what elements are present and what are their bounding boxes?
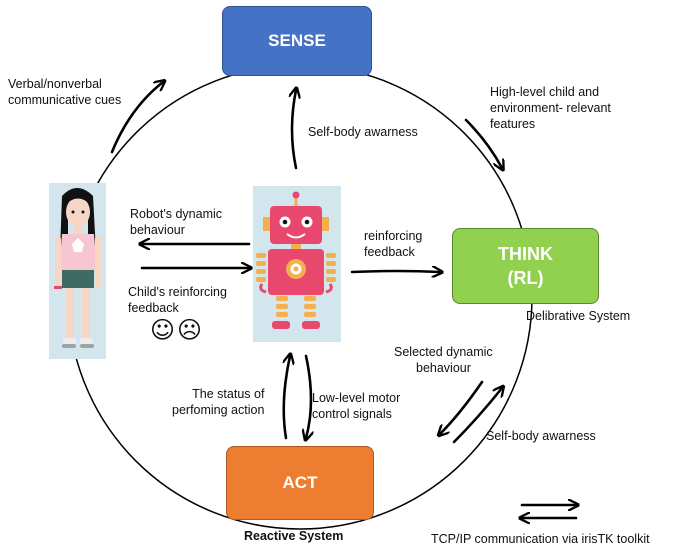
robot-illustration <box>253 186 341 342</box>
label-high-level-features: High-level child and environment- releva… <box>490 85 611 131</box>
label-delibrative-system: Delibrative System <box>526 309 631 323</box>
think-box: THINK (RL) <box>452 228 599 304</box>
label-motor-signals: Low-level motor control signals <box>312 391 401 421</box>
arrow-child-to-sense <box>110 82 163 154</box>
think-sublabel: (RL) <box>507 268 544 288</box>
label-self-body-right: Self-body awarness <box>486 429 596 443</box>
label-selected-behaviour: Selected dynamic behaviour <box>394 345 493 375</box>
diagram-arrows <box>110 82 576 518</box>
act-label: ACT <box>282 473 318 492</box>
label-self-body-top: Self-body awarness <box>308 125 418 139</box>
label-robot-dynamic-behaviour: Robot's dynamic behaviour <box>130 207 223 237</box>
arrow-robot-to-act <box>306 354 311 438</box>
label-child-feedback: Child's reinforcing feedback <box>128 285 227 315</box>
arrow-robot-to-think <box>350 271 440 272</box>
sense-box: SENSE <box>222 6 372 76</box>
arrow-act-to-think <box>452 388 502 444</box>
label-reinforcing-feedback: reinforcing feedback <box>364 229 423 259</box>
sense-label: SENSE <box>268 31 326 50</box>
label-reactive-system: Reactive System <box>244 529 344 543</box>
arrow-act-to-robot <box>282 356 290 440</box>
smiley-frowny-icons: ☺☹ <box>150 316 205 344</box>
arrow-think-to-act <box>440 380 484 434</box>
arrow-sense-to-think <box>464 118 502 168</box>
arrow-robot-to-sense <box>292 90 296 170</box>
think-label: THINK <box>498 244 553 264</box>
label-tcp-legend: TCP/IP communication via irisTK toolkit <box>431 532 650 546</box>
child-illustration <box>49 183 106 359</box>
act-box: ACT <box>226 446 374 520</box>
label-action-status: The status of perfoming action <box>172 387 265 417</box>
label-verbal-cues: Verbal/nonverbal communicative cues <box>8 77 122 107</box>
